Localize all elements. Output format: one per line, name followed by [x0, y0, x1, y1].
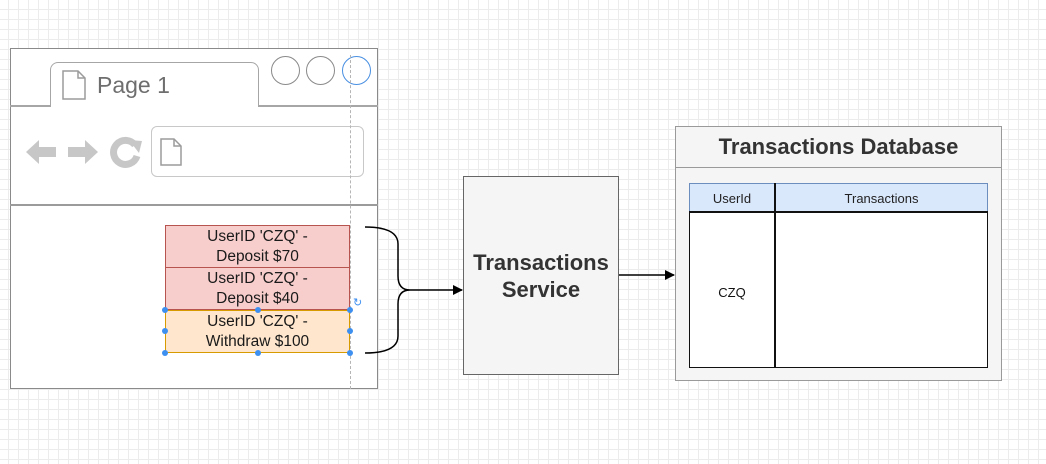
database-title-bar	[675, 126, 1002, 168]
page-icon	[62, 70, 86, 100]
address-page-icon	[160, 138, 182, 166]
transaction-line1: UserID 'CZQ' -	[207, 269, 308, 287]
transaction-box-deposit-40[interactable]: UserID 'CZQ' - Deposit $40	[165, 267, 350, 310]
back-arrow-icon[interactable]	[24, 137, 58, 172]
transaction-line2: Withdraw $100	[205, 332, 310, 350]
service-label-line2: Service	[501, 276, 581, 302]
tab-baseline-right	[258, 105, 378, 107]
transaction-line2: Deposit $70	[216, 247, 299, 265]
window-maximize-button[interactable]	[306, 56, 335, 85]
browser-content-divider	[10, 204, 378, 206]
transaction-line2: Deposit $40	[216, 289, 299, 307]
rotate-handle-icon[interactable]: ↻	[353, 297, 363, 309]
tab-label: Page 1	[97, 72, 170, 98]
transaction-line1: UserID 'CZQ' -	[207, 227, 308, 245]
window-close-button[interactable]	[342, 56, 371, 85]
service-label-line1: Transactions	[473, 249, 609, 275]
selection-handle-bm[interactable]	[255, 350, 261, 356]
selection-handle-tr[interactable]	[347, 307, 353, 313]
database-title: Transactions Database	[718, 134, 959, 159]
header-divider	[689, 211, 988, 213]
selection-handle-ml[interactable]	[162, 328, 168, 334]
curly-brace	[364, 226, 411, 354]
transaction-line1: UserID 'CZQ' -	[207, 312, 308, 330]
column-header-transactions: Transactions	[844, 191, 919, 206]
column-header-userid: UserId	[712, 191, 752, 206]
selection-handle-bl[interactable]	[162, 350, 168, 356]
selection-handle-tm[interactable]	[255, 307, 261, 313]
selection-handle-br[interactable]	[347, 350, 353, 356]
database-table	[689, 183, 988, 368]
selection-handle-mr[interactable]	[347, 328, 353, 334]
forward-arrow-icon[interactable]	[66, 137, 100, 172]
address-bar[interactable]	[151, 126, 364, 177]
selection-handle-tl[interactable]	[162, 307, 168, 313]
reload-icon[interactable]	[109, 136, 143, 173]
transactions-service[interactable]: Transactions Service	[463, 176, 619, 375]
window-minimize-button[interactable]	[271, 56, 300, 85]
transaction-box-deposit-70[interactable]: UserID 'CZQ' - Deposit $70	[165, 225, 350, 268]
alignment-guide	[350, 55, 351, 389]
column-divider	[774, 183, 776, 368]
cell-userid: CZQ	[718, 285, 746, 300]
tab-baseline-left	[10, 105, 51, 107]
